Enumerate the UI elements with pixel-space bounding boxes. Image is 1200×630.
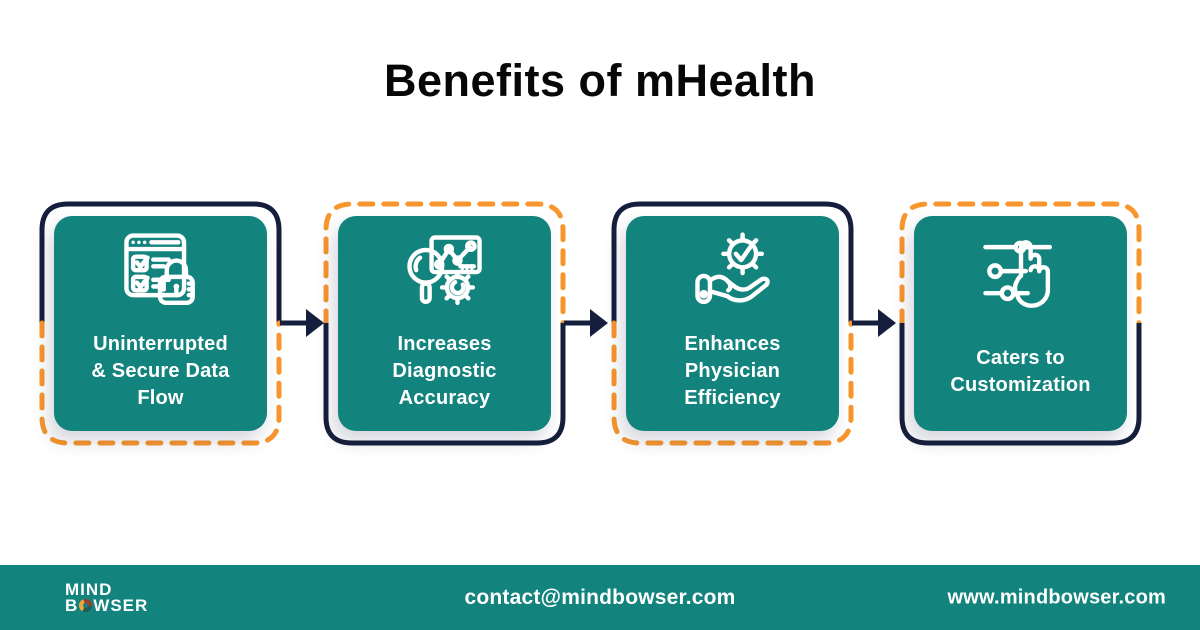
website-url: www.mindbowser.com [947, 586, 1166, 608]
logo-line2: B WSER [65, 595, 149, 615]
benefit-label: Uninterrupted & Secure Data Flow [91, 333, 230, 409]
card-frame [611, 201, 854, 446]
card-group-diagnostic-accuracy: Increases Diagnostic Accuracy [322, 200, 567, 447]
flow-arrow [852, 309, 896, 337]
mindbowser-logo: MIND B WSER [65, 579, 149, 615]
contact-email: contact@mindbowser.com [464, 585, 736, 609]
benefit-label: Increases Diagnostic Accuracy [392, 333, 497, 409]
logo-line1: MIND [65, 579, 113, 599]
flow-arrow [564, 309, 608, 337]
logo-line2-suffix: WSER [93, 595, 149, 615]
flow-arrow [280, 309, 324, 337]
card-frame [39, 201, 282, 446]
benefit-card: Uninterrupted & Secure Data Flow [54, 216, 267, 431]
card-group-secure-data: Uninterrupted & Secure Data Flow [38, 200, 283, 447]
card-group-physician-efficiency: Enhances Physician Efficiency [610, 200, 855, 447]
card-group-customization: Caters to Customization [898, 200, 1143, 447]
benefit-label: Enhances Physician Efficiency [684, 333, 781, 409]
benefit-card: Enhances Physician Efficiency [626, 216, 839, 431]
benefit-card: Increases Diagnostic Accuracy [338, 216, 551, 431]
card-frame [323, 201, 566, 446]
footer-bar: MIND B WSER contact@mindbowser.com www.mi… [0, 565, 1200, 630]
hand-gear-check-icon [694, 232, 770, 305]
customization-sliders-touch-icon [982, 240, 1052, 308]
card-frame [899, 201, 1142, 446]
benefit-card: Caters to Customization [914, 216, 1127, 431]
secure-data-browser-lock-icon [123, 233, 195, 306]
diagnostic-magnifier-chart-gear-icon [406, 235, 482, 306]
benefit-label: Caters to Customization [950, 346, 1091, 396]
logo-o-swirl-icon [79, 598, 93, 612]
cards-row: Uninterrupted & Secure Data Flow [0, 200, 1200, 447]
page-title: Benefits of mHealth [383, 55, 817, 106]
logo-line2-prefix: B [65, 595, 79, 615]
